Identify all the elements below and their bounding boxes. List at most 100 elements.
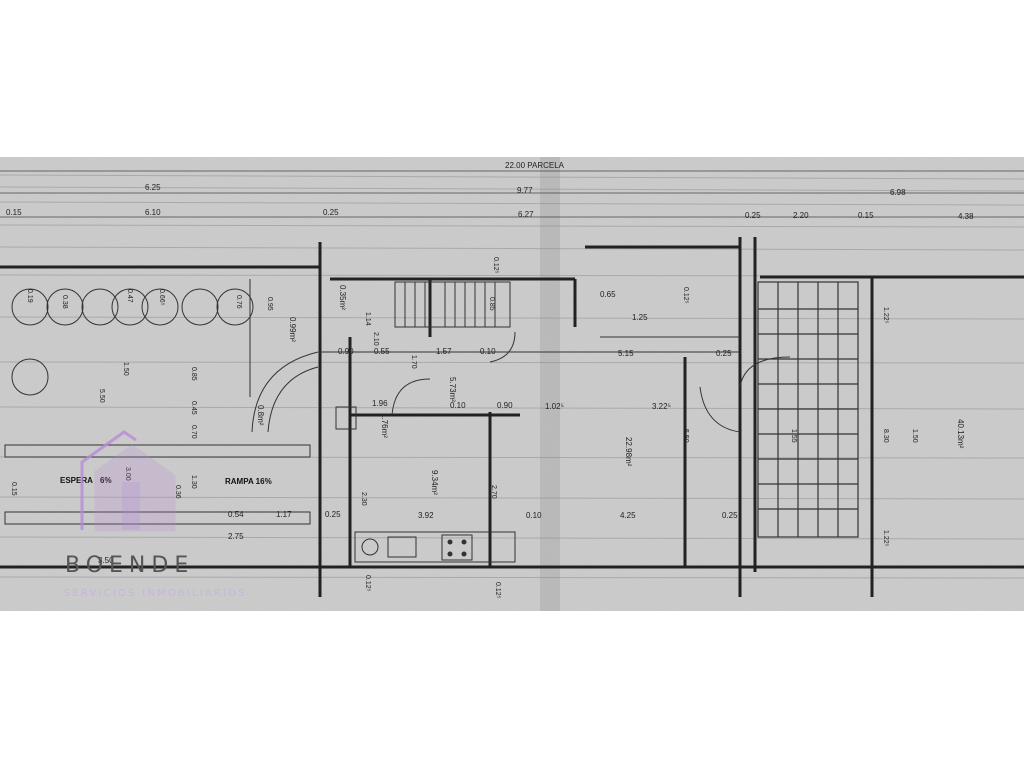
- level-marker: 0.38: [61, 295, 68, 309]
- level-marker: 0.36: [174, 485, 181, 499]
- vert-dim: 2.70: [490, 485, 497, 499]
- inner-dim: 0.10: [480, 347, 496, 356]
- stair: [394, 281, 511, 328]
- dimension-chains: 22.00 PARCELA 6.25 9.77 6.98 0.15 6.10 0…: [0, 161, 1024, 221]
- room-area: 0.99m²: [288, 317, 297, 342]
- inner-dim: 0.10: [450, 401, 466, 410]
- cooktop: [441, 534, 473, 561]
- label-espera-pct: 6%: [100, 476, 112, 485]
- dim-parcela: 22.00 PARCELA: [505, 161, 565, 170]
- level-markers: 0.19 0.38 0.47 0.66⁵ 0.76 0.95 1.14 1.70…: [10, 289, 918, 499]
- patio-tiles: [757, 281, 859, 538]
- boende-tagline: SERVICIOS INMOBILIARIOS: [64, 588, 248, 599]
- walls: [0, 237, 1024, 597]
- room-area: 0.35m²: [338, 285, 347, 310]
- inner-dim: 3.22⁵: [652, 402, 671, 411]
- dim-chain: 0.25: [745, 211, 761, 220]
- dim-chain: 0.15: [6, 208, 22, 217]
- inner-dim: 1.96: [372, 399, 388, 408]
- room-labels: 0.99m² 0.8m² 5.73m² 9.34m² 22.98m² 40.13…: [60, 285, 965, 495]
- vert-dim: 1.22⁵: [882, 530, 889, 547]
- inner-dim: 1.25: [632, 313, 648, 322]
- vert-dim: 0.45: [190, 401, 197, 415]
- inner-dim: 5.15: [618, 349, 634, 358]
- doors: [391, 331, 791, 433]
- room-area: 5.73m²: [448, 377, 457, 402]
- level-marker: 0.76: [235, 295, 242, 309]
- vert-dim: 0.85: [190, 367, 197, 381]
- vert-dim: 0.70: [190, 425, 197, 439]
- inner-dim: 0.25: [722, 511, 738, 520]
- vert-dim: 5.50: [98, 389, 105, 403]
- level-marker: 1.55: [790, 429, 797, 443]
- vert-dim: 1.50: [122, 362, 129, 376]
- label-rampa: RAMPA 16%: [225, 477, 272, 486]
- sink-round: [361, 538, 379, 556]
- scan-lines: [0, 174, 1024, 579]
- level-marker: 0.19: [26, 289, 33, 303]
- boende-logo-mark: [80, 430, 176, 532]
- vert-dim: 1.30: [190, 475, 197, 489]
- toilet: [335, 406, 357, 430]
- level-marker: 1.70: [410, 355, 417, 369]
- vert-dim: 0.12⁵: [364, 575, 371, 592]
- level-marker: 0.47: [126, 289, 133, 303]
- dim-top-mid: 9.77: [517, 186, 533, 195]
- level-marker: 0.15: [10, 482, 17, 496]
- sink-basin: [387, 536, 417, 558]
- vert-dim: 3.00: [124, 467, 131, 481]
- room-area: 0.8m²: [256, 405, 265, 426]
- inner-dim: 1.02⁵: [545, 402, 564, 411]
- inner-dim: 0.90: [338, 347, 354, 356]
- fold-shadow: [540, 157, 560, 611]
- dim-chain: 0.15: [858, 211, 874, 220]
- room-area: 1.76m²: [380, 413, 389, 438]
- vert-dim: 1.22⁵: [882, 307, 889, 324]
- spiral-ramp: [251, 351, 319, 433]
- parking-rail: [4, 444, 311, 525]
- planter-circles: [11, 288, 254, 396]
- dim-chain: 6.10: [145, 208, 161, 217]
- dim-chain: 6.27: [518, 210, 534, 219]
- dim-chain: 2.20: [793, 211, 809, 220]
- inner-dim: 0.90: [497, 401, 513, 410]
- dim-top-right: 6.98: [890, 188, 906, 197]
- vert-dim: 2.30: [360, 492, 367, 506]
- vert-dim: 0.12⁵: [492, 257, 499, 274]
- inner-dim: 0.25: [325, 510, 341, 519]
- level-marker: 1.50: [911, 429, 918, 443]
- inner-dim: 0.65: [600, 290, 616, 299]
- inner-dims: 0.90 0.55 1.57 0.10 5.15 0.25 1.96 0.10 …: [98, 290, 738, 565]
- boende-logo-text: BOENDE: [65, 553, 195, 578]
- vert-dim: 0.85: [488, 297, 495, 311]
- dim-top-left: 6.25: [145, 183, 161, 192]
- level-marker: 0.66⁵: [158, 289, 165, 306]
- inner-dim: 1.57: [436, 347, 452, 356]
- vert-dim: 5.50: [682, 429, 689, 443]
- vert-dim: 0.12⁵: [682, 287, 689, 304]
- label-espera: ESPERA: [60, 476, 93, 485]
- inner-dim: 0.10: [526, 511, 542, 520]
- spiral-ramp-inner: [267, 366, 319, 433]
- inner-dim: 3.92: [418, 511, 434, 520]
- inner-dim: 3.50: [98, 556, 114, 565]
- dim-chain: 0.25: [323, 208, 339, 217]
- room-area-living: 22.98m²: [624, 437, 633, 467]
- room-area-patio: 40.13m²: [956, 419, 965, 449]
- level-marker: 0.95: [266, 297, 273, 311]
- dim-chain: 4.38: [958, 212, 974, 221]
- inner-dim: 0.54: [228, 510, 244, 519]
- inner-dim: 0.55: [374, 347, 390, 356]
- vert-dim: 2.10: [372, 332, 379, 346]
- inner-dim: 4.25: [620, 511, 636, 520]
- level-marker: 1.14: [364, 312, 371, 326]
- inner-dim: 1.17: [276, 510, 292, 519]
- inner-dim: 2.75: [228, 532, 244, 541]
- vert-dim: 8.30: [882, 429, 889, 443]
- inner-dim: 0.25: [716, 349, 732, 358]
- floor-plan: 22.00 PARCELA 6.25 9.77 6.98 0.15 6.10 0…: [0, 157, 1024, 611]
- vertical-dims: 1.50 5.50 0.85 0.45 0.70 1.30 3.00 2.30 …: [98, 257, 889, 599]
- vert-dim: 0.12⁵: [494, 582, 501, 599]
- kitchen-fixtures: [335, 406, 516, 563]
- room-area-kitchen: 9.34m²: [430, 470, 439, 495]
